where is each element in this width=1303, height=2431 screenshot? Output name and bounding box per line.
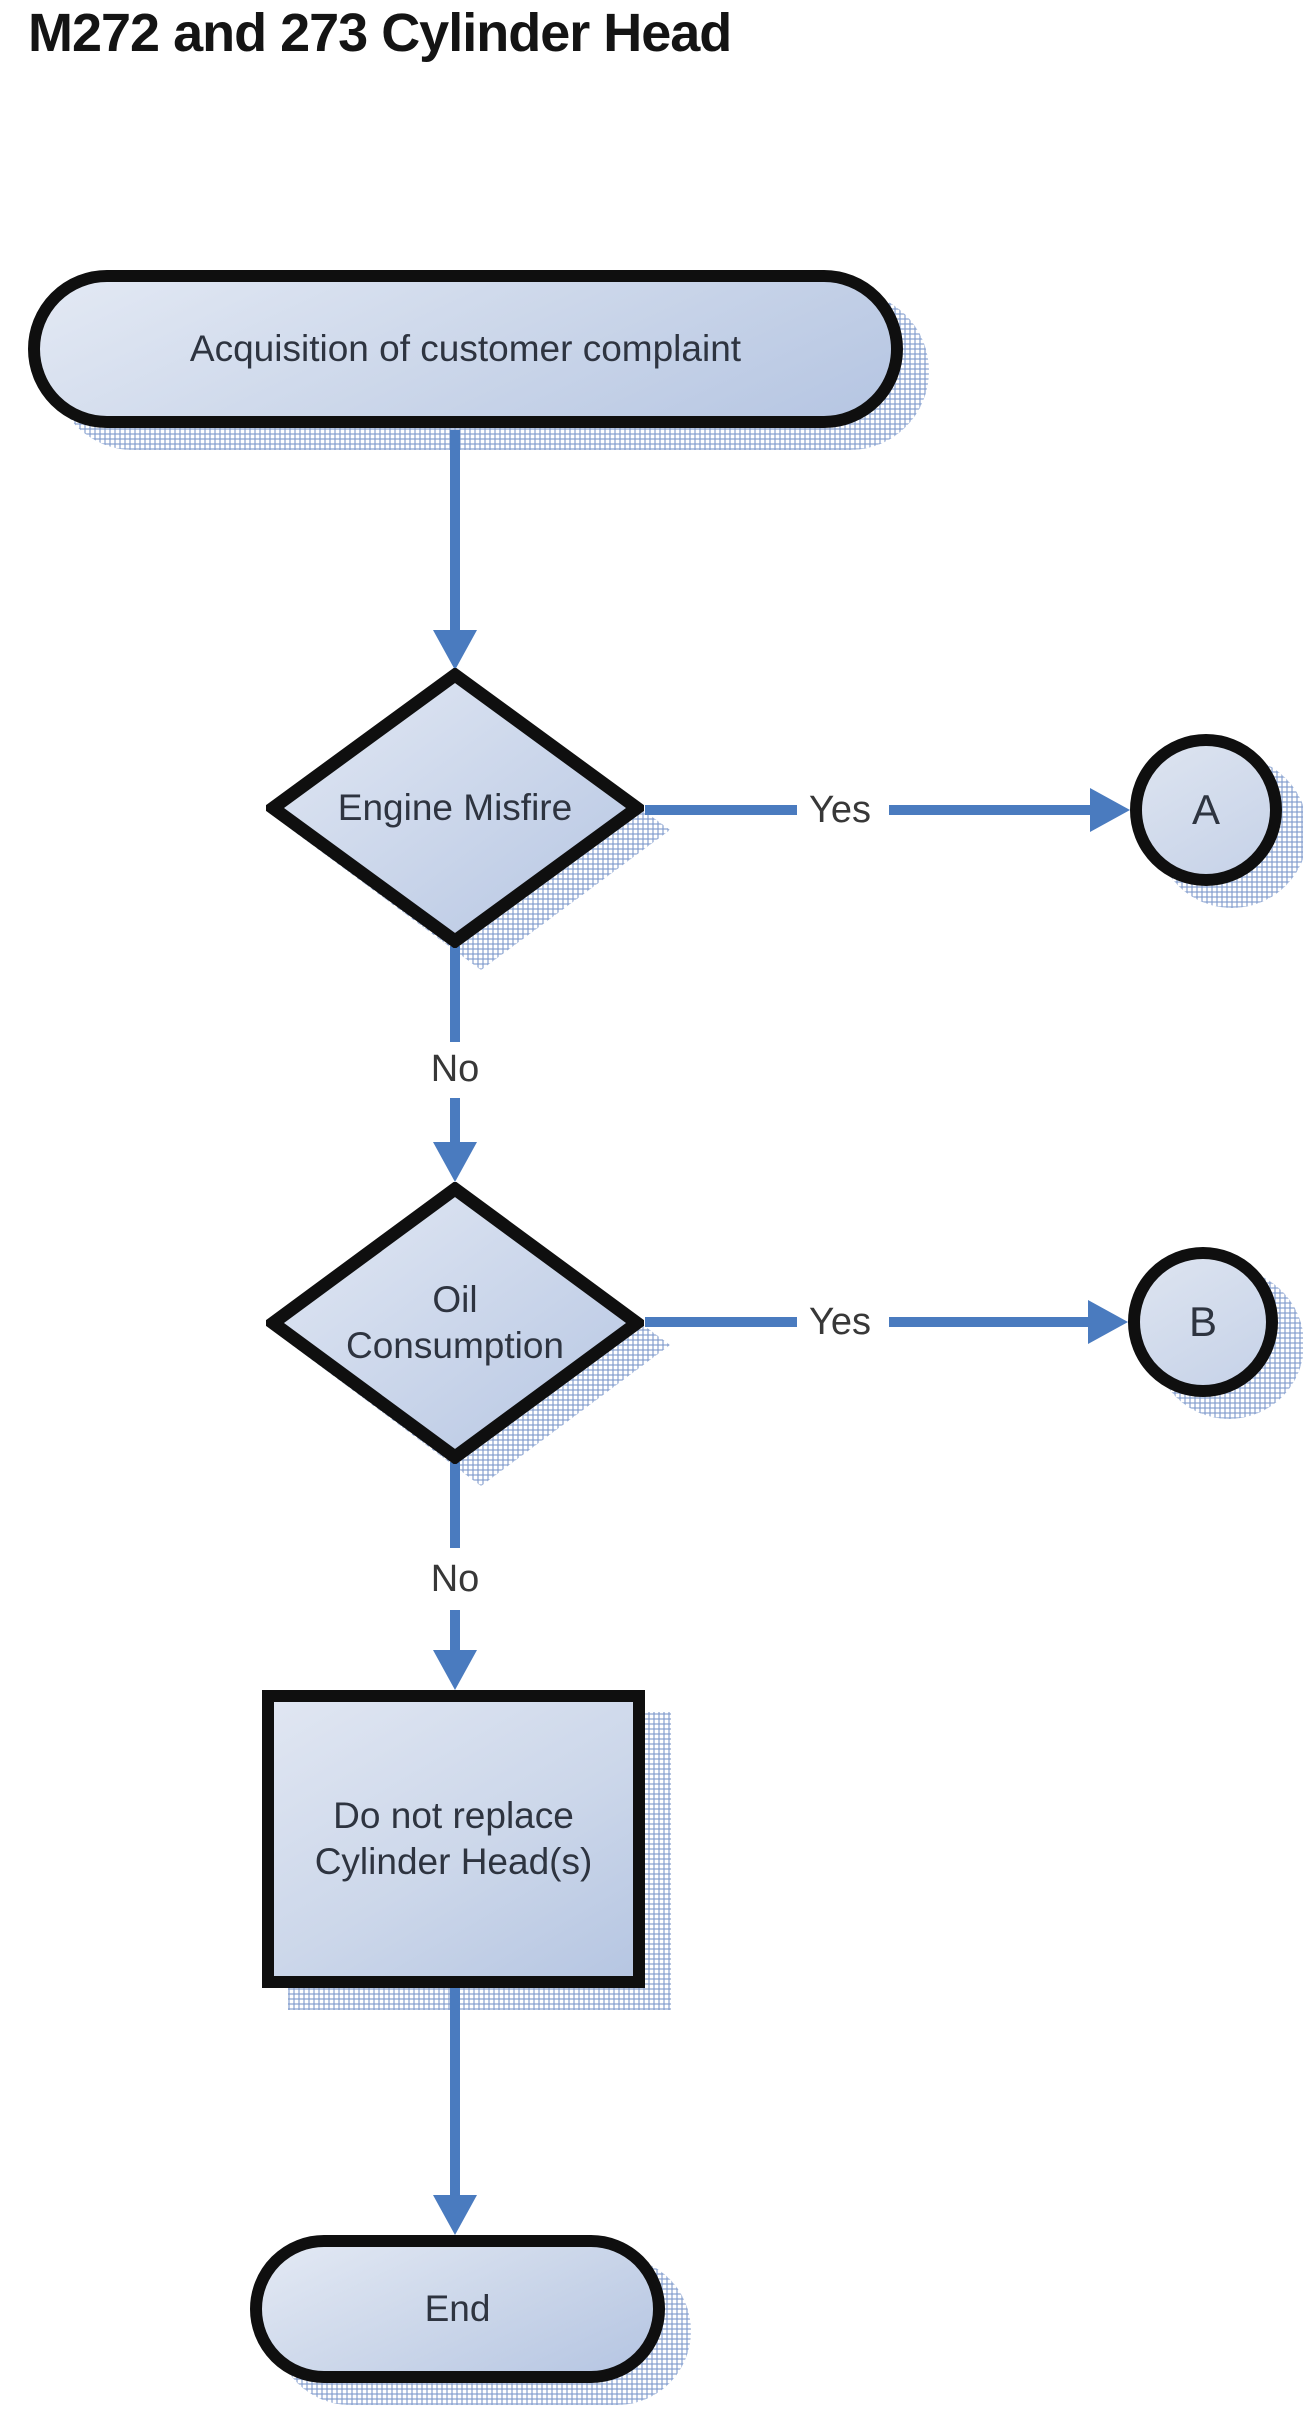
arrow-oil-no-line-2 <box>450 1610 460 1650</box>
node-end: End <box>250 2235 665 2383</box>
arrow-process-to-end-head <box>433 2195 477 2235</box>
arrow-process-to-end-line <box>450 1986 460 2195</box>
node-decision-oil-consumption: Oil Consumption <box>262 1180 648 1466</box>
end-label: End <box>424 2287 491 2329</box>
arrow-misfire-no-head <box>433 1142 477 1182</box>
edge-label-no-1: No <box>430 1047 480 1090</box>
node-process-do-not-replace: Do not replace Cylinder Head(s) <box>262 1690 645 1988</box>
edge-label-yes-1: Yes <box>809 788 871 831</box>
page-title: M272 and 273 Cylinder Head <box>28 3 732 63</box>
edge-label-yes-2: Yes <box>809 1300 871 1343</box>
arrow-oil-no-line-1 <box>450 1462 460 1548</box>
arrow-oil-yes-line-2 <box>889 1317 1088 1327</box>
diamond-shape <box>262 1180 648 1466</box>
node-connector-b: B <box>1128 1247 1278 1397</box>
node-start: Acquisition of customer complaint <box>28 270 903 428</box>
arrow-misfire-yes-line-2 <box>889 805 1090 815</box>
arrow-start-to-misfire-head <box>433 630 477 670</box>
arrow-start-to-misfire-line <box>450 430 460 630</box>
arrow-oil-yes-head <box>1088 1300 1128 1344</box>
diamond-shape <box>261 666 649 950</box>
edge-label-no-2: No <box>430 1557 480 1600</box>
start-label: Acquisition of customer complaint <box>189 327 742 369</box>
node-connector-a: A <box>1130 734 1282 886</box>
process-label: Do not replace Cylinder Head(s) <box>314 1794 593 1882</box>
decision-engine-misfire-label: Engine Misfire <box>337 786 573 828</box>
connector-b-label: B <box>1188 1297 1217 1345</box>
arrow-oil-no-head <box>433 1650 477 1690</box>
arrow-oil-yes-line-1 <box>645 1317 797 1327</box>
node-decision-engine-misfire: Engine Misfire <box>261 666 649 950</box>
connector-a-label: A <box>1191 785 1220 833</box>
arrow-misfire-no-line-1 <box>450 946 460 1042</box>
decision-oil-consumption-label: Oil Consumption <box>345 1278 564 1366</box>
arrow-misfire-no-line-2 <box>450 1098 460 1142</box>
arrow-misfire-yes-line-1 <box>645 805 797 815</box>
arrow-misfire-yes-head <box>1090 788 1130 832</box>
